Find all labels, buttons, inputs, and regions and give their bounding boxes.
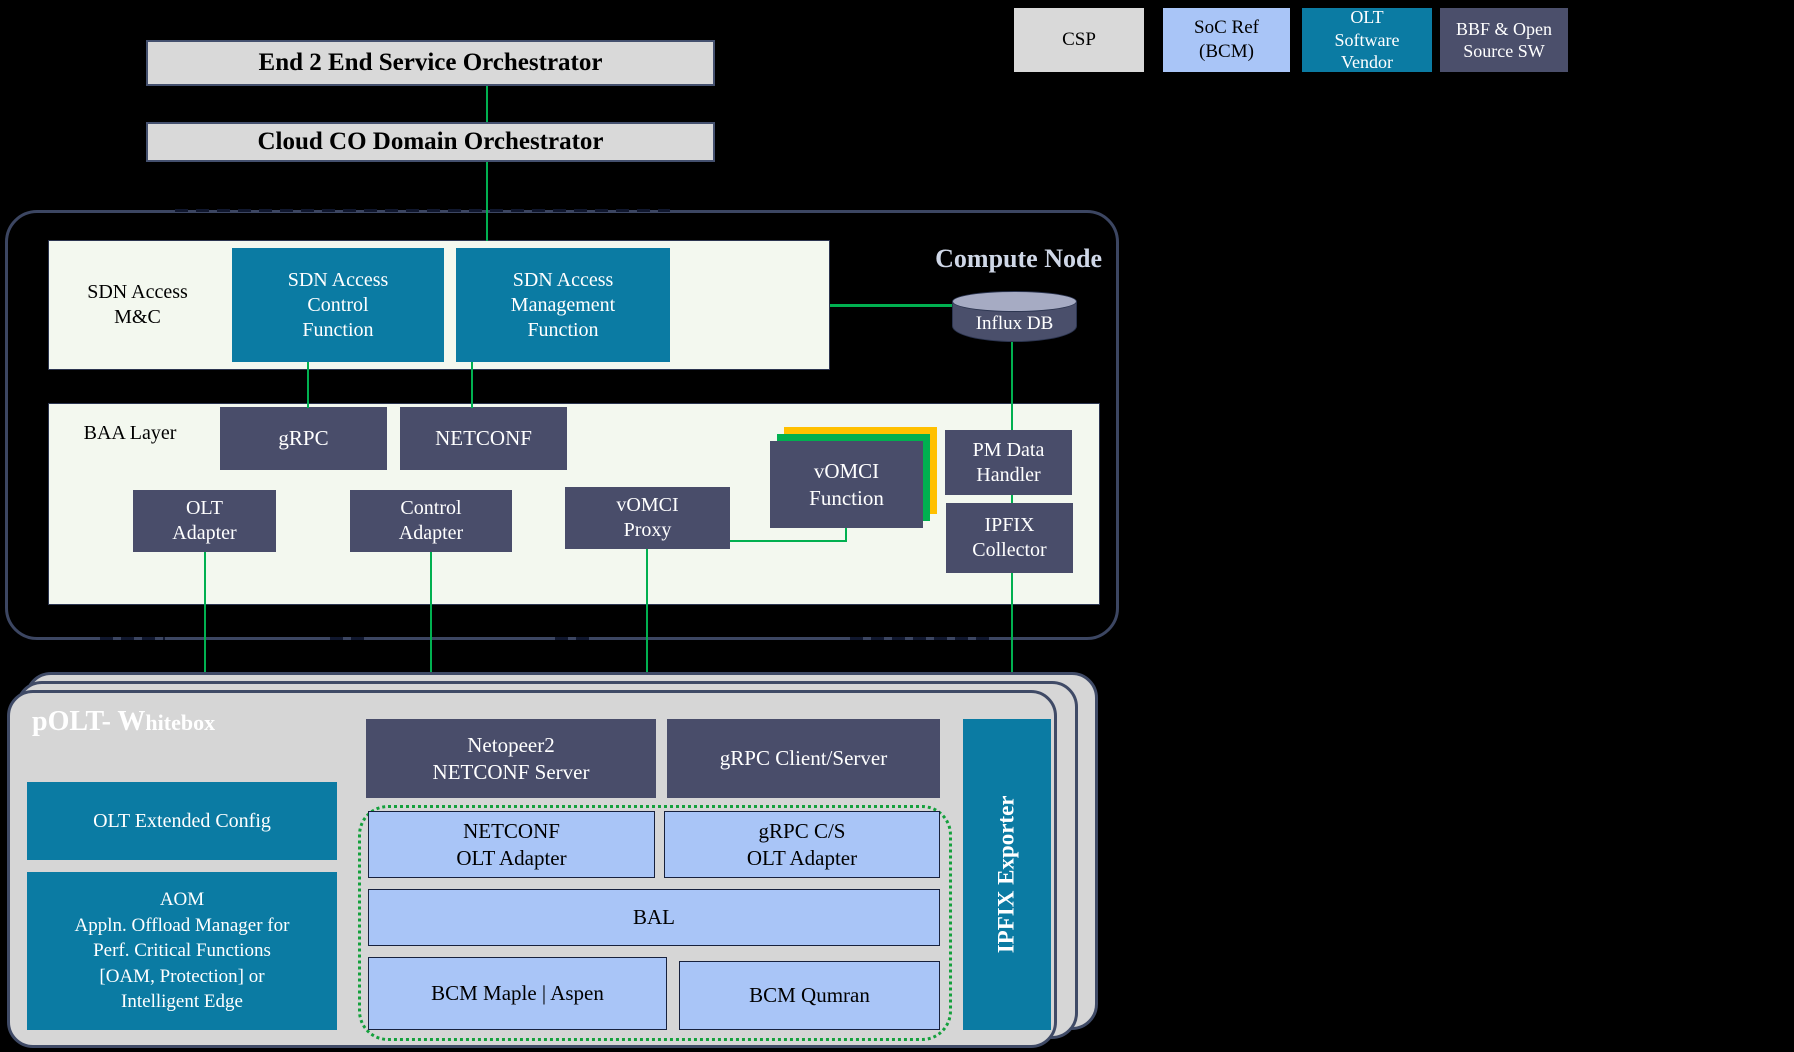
dashed-border-artifact-top [175, 209, 670, 212]
control-adapter-box: Control Adapter [350, 490, 512, 552]
legend-item-soc-ref-bcm: SoC Ref (BCM) [1163, 8, 1290, 72]
dashed-border-artifact-bottom-1 [100, 637, 165, 640]
connector-olt-adapter-to-polt [204, 552, 206, 692]
netconf-olt-adapter-box: NETCONF OLT Adapter [368, 811, 655, 878]
netconf-box: NETCONF [400, 407, 567, 470]
e2e-service-orchestrator-box: End 2 End Service Orchestrator [146, 40, 715, 86]
dashed-border-artifact-bottom-3 [555, 637, 591, 640]
cloud-co-domain-orchestrator-box: Cloud CO Domain Orchestrator [146, 122, 715, 162]
baa-layer-label: BAA Layer [83, 421, 177, 444]
polt-title-large: pOLT- W [32, 706, 146, 737]
pm-data-handler-box: PM Data Handler [945, 430, 1072, 495]
connector-e2e-to-cloudco [486, 86, 488, 122]
dashed-border-artifact-bottom-4 [850, 637, 990, 640]
polt-whitebox-title: pOLT- Whitebox [32, 706, 215, 738]
sdn-access-management-function-box: SDN Access Management Function [456, 248, 670, 362]
legend-item-bbf-open-source-sw: BBF & Open Source SW [1440, 8, 1568, 72]
connector-vomci-function-to-proxy [730, 540, 847, 542]
sdn-access-control-function-box: SDN Access Control Function [232, 248, 444, 362]
bcm-dotted-group-outline [358, 805, 952, 1041]
ipfix-collector-box: IPFIX Collector [946, 503, 1073, 573]
aom-box: AOM Appln. Offload Manager for Perf. Cri… [27, 872, 337, 1030]
grpc-client-server-box: gRPC Client/Server [667, 719, 940, 798]
connector-sdn-to-influxdb [830, 304, 952, 307]
compute-node-title: Compute Node [935, 243, 1102, 273]
netopeer2-netconf-server-box: Netopeer2 NETCONF Server [366, 719, 656, 798]
connector-cloudco-to-sdn [486, 162, 488, 241]
influx-db-cylinder-top [952, 291, 1077, 312]
grpc-cs-olt-adapter-box: gRPC C/S OLT Adapter [664, 811, 940, 878]
olt-adapter-box: OLT Adapter [133, 490, 276, 552]
influx-db-label: Influx DB [975, 313, 1054, 335]
vomci-function-box: vOMCI Function [770, 441, 923, 528]
connector-vomci-proxy-to-polt [646, 549, 648, 692]
connector-mgmt-to-netconf [471, 362, 473, 408]
connector-influxdb-to-ipfix-collector [1011, 342, 1013, 503]
connector-ipfix-collector-to-polt [1011, 573, 1013, 692]
polt-title-small: hitebox [145, 710, 216, 735]
bcm-maple-aspen-box: BCM Maple | Aspen [368, 957, 667, 1030]
grpc-box: gRPC [220, 407, 387, 470]
legend-item-olt-software-vendor: OLT Software Vendor [1302, 7, 1432, 72]
connector-vomci-function-stub [845, 528, 847, 542]
ipfix-exporter-label: IPFIX Exporter [993, 795, 1019, 954]
olt-extended-config-box: OLT Extended Config [27, 782, 337, 860]
sdn-access-mc-label: SDN Access M&C [87, 281, 188, 328]
legend-item-csp: CSP [1014, 8, 1144, 72]
ipfix-exporter-box: IPFIX Exporter [963, 719, 1051, 1030]
dashed-border-artifact-bottom-2 [330, 637, 366, 640]
connector-control-adapter-to-polt [430, 552, 432, 692]
connector-control-to-grpc [307, 362, 309, 408]
bal-box: BAL [368, 889, 940, 946]
vomci-proxy-box: vOMCI Proxy [565, 487, 730, 549]
bcm-qumran-box: BCM Qumran [679, 961, 940, 1030]
